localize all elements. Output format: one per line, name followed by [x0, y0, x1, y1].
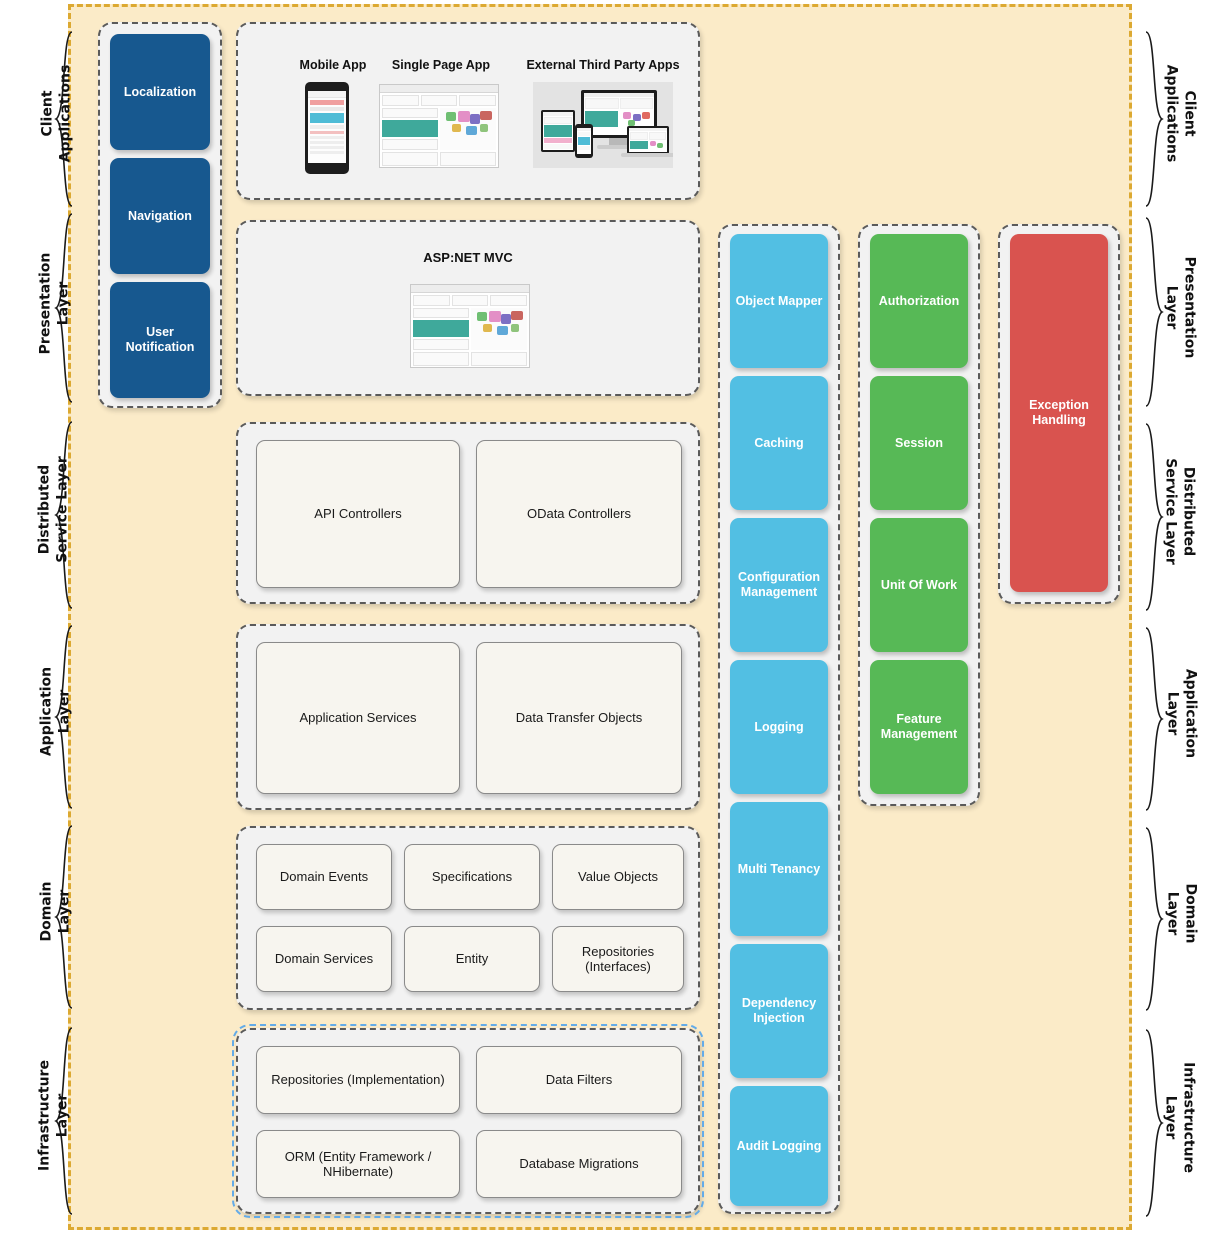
tile-specifications[interactable]: Specifications — [404, 844, 540, 910]
tile-localization[interactable]: Localization — [110, 34, 210, 150]
presentation-layer-group: ASP:NET MVC — [236, 220, 700, 396]
tile-feature-management[interactable]: Feature Management — [870, 660, 968, 794]
right-brace-distributed-service-layer — [1145, 423, 1164, 611]
tile-authorization[interactable]: Authorization — [870, 234, 968, 368]
tile-audit-logging[interactable]: Audit Logging — [730, 1086, 828, 1206]
tile-orm[interactable]: ORM (Entity Framework / NHibernate) — [256, 1130, 460, 1198]
tile-data-transfer-objects[interactable]: Data Transfer Objects — [476, 642, 682, 794]
tile-entity[interactable]: Entity — [404, 926, 540, 992]
tile-domain-services[interactable]: Domain Services — [256, 926, 392, 992]
tile-object-mapper[interactable]: Object Mapper — [730, 234, 828, 368]
left-brace-distributed-service-layer — [54, 421, 73, 609]
application-layer-group: Application Services Data Transfer Objec… — [236, 624, 700, 810]
left-label-application-layer: Application Layer — [38, 666, 73, 757]
aspnet-mvc-title: ASP:NET MVC — [423, 250, 513, 265]
tile-dependency-injection[interactable]: Dependency Injection — [730, 944, 828, 1078]
caption-mobile-app: Mobile App — [299, 58, 367, 72]
tile-domain-events[interactable]: Domain Events — [256, 844, 392, 910]
thumbnail-external-third-party-apps — [533, 82, 673, 168]
left-label-domain-layer: Domain Layer — [38, 881, 73, 942]
tile-session[interactable]: Session — [870, 376, 968, 510]
tile-data-filters[interactable]: Data Filters — [476, 1046, 682, 1114]
tile-multi-tenancy[interactable]: Multi Tenancy — [730, 802, 828, 936]
client-applications-group: Mobile App Single Page App — [236, 22, 700, 200]
tile-exception-handling[interactable]: Exception Handling — [1010, 234, 1108, 592]
left-brace-presentation-layer — [54, 213, 73, 403]
right-label-infrastructure-layer: Infrastructure Layer — [1163, 1062, 1197, 1173]
caption-single-page-app: Single Page App — [391, 58, 491, 72]
domain-layer-group: Domain Events Specifications Value Objec… — [236, 826, 700, 1010]
thumbnail-single-page-app — [379, 84, 499, 168]
right-brace-application-layer — [1145, 627, 1164, 811]
tile-odata-controllers[interactable]: OData Controllers — [476, 440, 682, 588]
left-brace-client-applications — [54, 31, 73, 207]
left-label-presentation-layer: Presentation Layer — [37, 252, 72, 355]
left-label-infrastructure-layer: Infrastructure Layer — [36, 1060, 71, 1171]
infrastructure-layer-group: Repositories (Implementation) Data Filte… — [232, 1024, 704, 1218]
red-cross-cutting-group: Exception Handling — [998, 224, 1120, 604]
tile-api-controllers[interactable]: API Controllers — [256, 440, 460, 588]
caption-external-third-party-apps: External Third Party Apps — [526, 58, 680, 72]
tile-application-services[interactable]: Application Services — [256, 642, 460, 794]
tile-repositories-implementation[interactable]: Repositories (Implementation) — [256, 1046, 460, 1114]
tile-database-migrations[interactable]: Database Migrations — [476, 1130, 682, 1198]
left-brace-domain-layer — [54, 825, 73, 1009]
tile-repositories-interfaces[interactable]: Repositories (Interfaces) — [552, 926, 684, 992]
tile-navigation[interactable]: Navigation — [110, 158, 210, 274]
cyan-cross-cutting-group: Object Mapper Caching Configuration Mana… — [718, 224, 840, 1214]
tile-configuration-management[interactable]: Configuration Management — [730, 518, 828, 652]
left-label-distributed-service-layer: Distributed Service Layer — [36, 456, 71, 563]
tile-unit-of-work[interactable]: Unit Of Work — [870, 518, 968, 652]
right-brace-presentation-layer — [1145, 217, 1164, 407]
right-label-application-layer: Application Layer — [1165, 668, 1199, 759]
right-brace-infrastructure-layer — [1145, 1029, 1164, 1217]
left-label-client-applications: Client Applications — [39, 64, 74, 163]
distributed-service-layer-group: API Controllers OData Controllers — [236, 422, 700, 604]
right-label-presentation-layer: Presentation Layer — [1164, 256, 1198, 359]
left-brace-infrastructure-layer — [54, 1027, 73, 1215]
right-label-client-applications: Client Applications — [1164, 64, 1198, 163]
tile-logging[interactable]: Logging — [730, 660, 828, 794]
tile-caching[interactable]: Caching — [730, 376, 828, 510]
tile-value-objects[interactable]: Value Objects — [552, 844, 684, 910]
thumbnail-mobile-app — [305, 82, 349, 174]
right-brace-client-applications — [1145, 31, 1164, 207]
right-label-distributed-service-layer: Distributed Service Layer — [1163, 458, 1197, 565]
left-brace-application-layer — [54, 625, 73, 809]
right-brace-domain-layer — [1145, 827, 1164, 1011]
navy-cross-cutting-group: Localization Navigation User Notificatio… — [98, 22, 222, 408]
green-cross-cutting-group: Authorization Session Unit Of Work Featu… — [858, 224, 980, 806]
right-label-domain-layer: Domain Layer — [1165, 883, 1199, 944]
thumbnail-aspnet-mvc-dashboard — [410, 284, 530, 368]
tile-user-notification[interactable]: User Notification — [110, 282, 210, 398]
